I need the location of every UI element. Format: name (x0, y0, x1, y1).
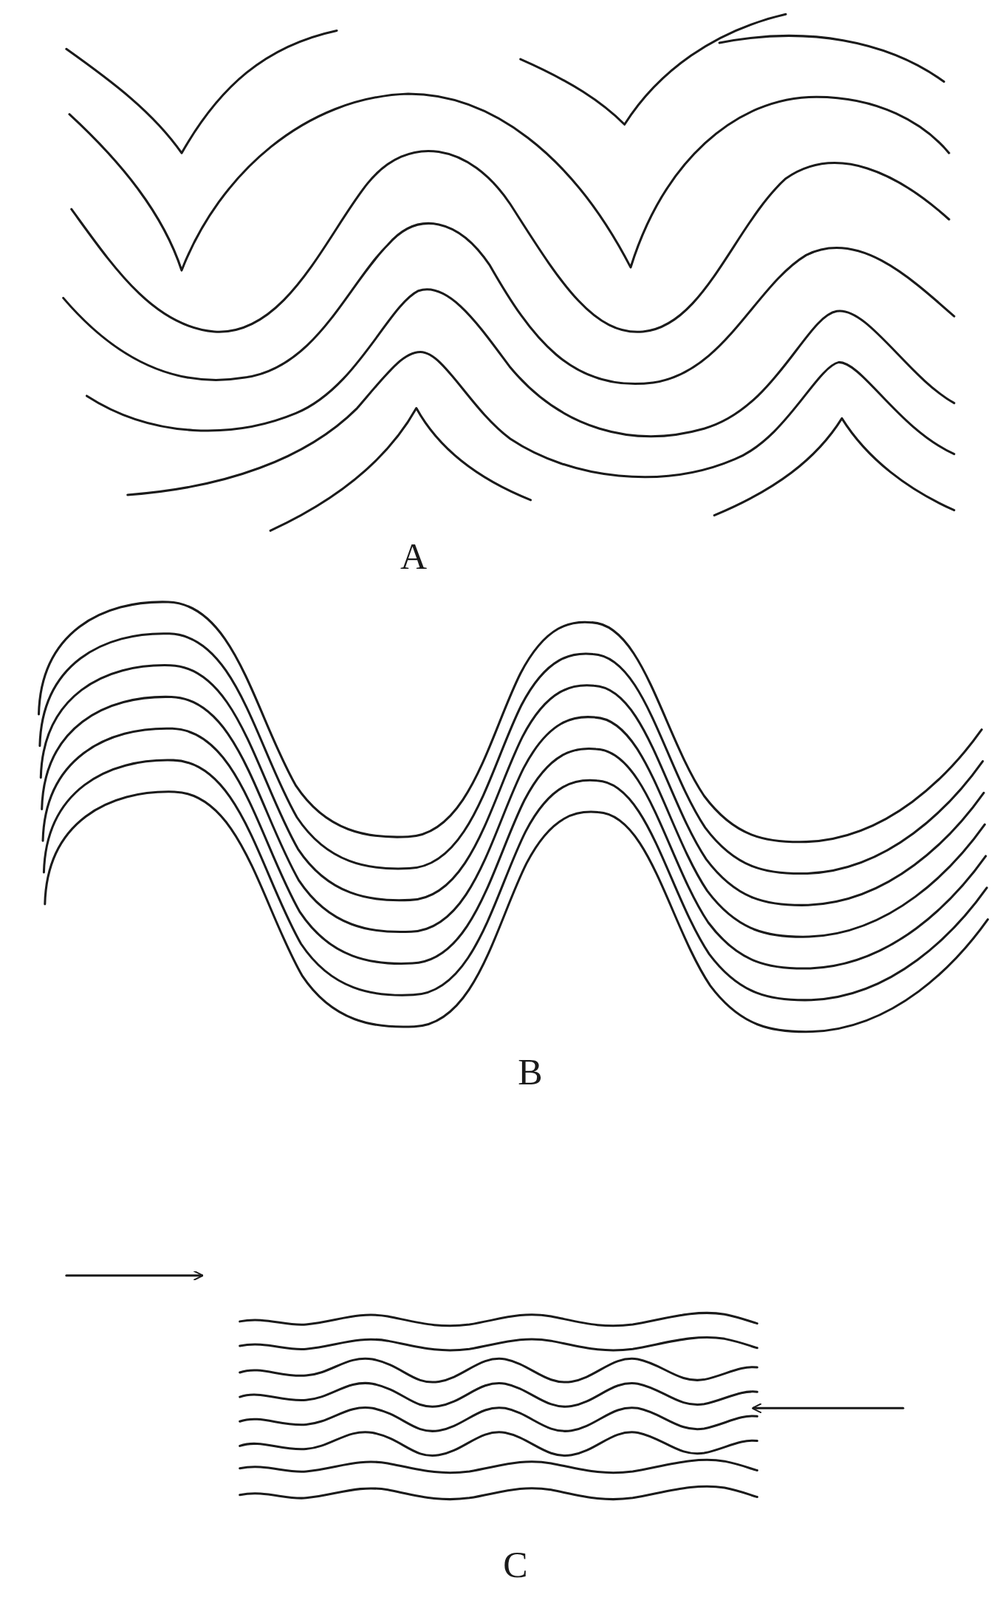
figure-label: A (400, 537, 427, 575)
figure-label: C (502, 1545, 528, 1583)
fold-c (240, 1312, 758, 1499)
pressure-arrow (66, 1273, 203, 1277)
pressure-arrow (753, 1406, 904, 1410)
fold-a (63, 14, 955, 531)
fold-b (39, 601, 989, 1032)
figure-label: B (517, 1053, 543, 1091)
